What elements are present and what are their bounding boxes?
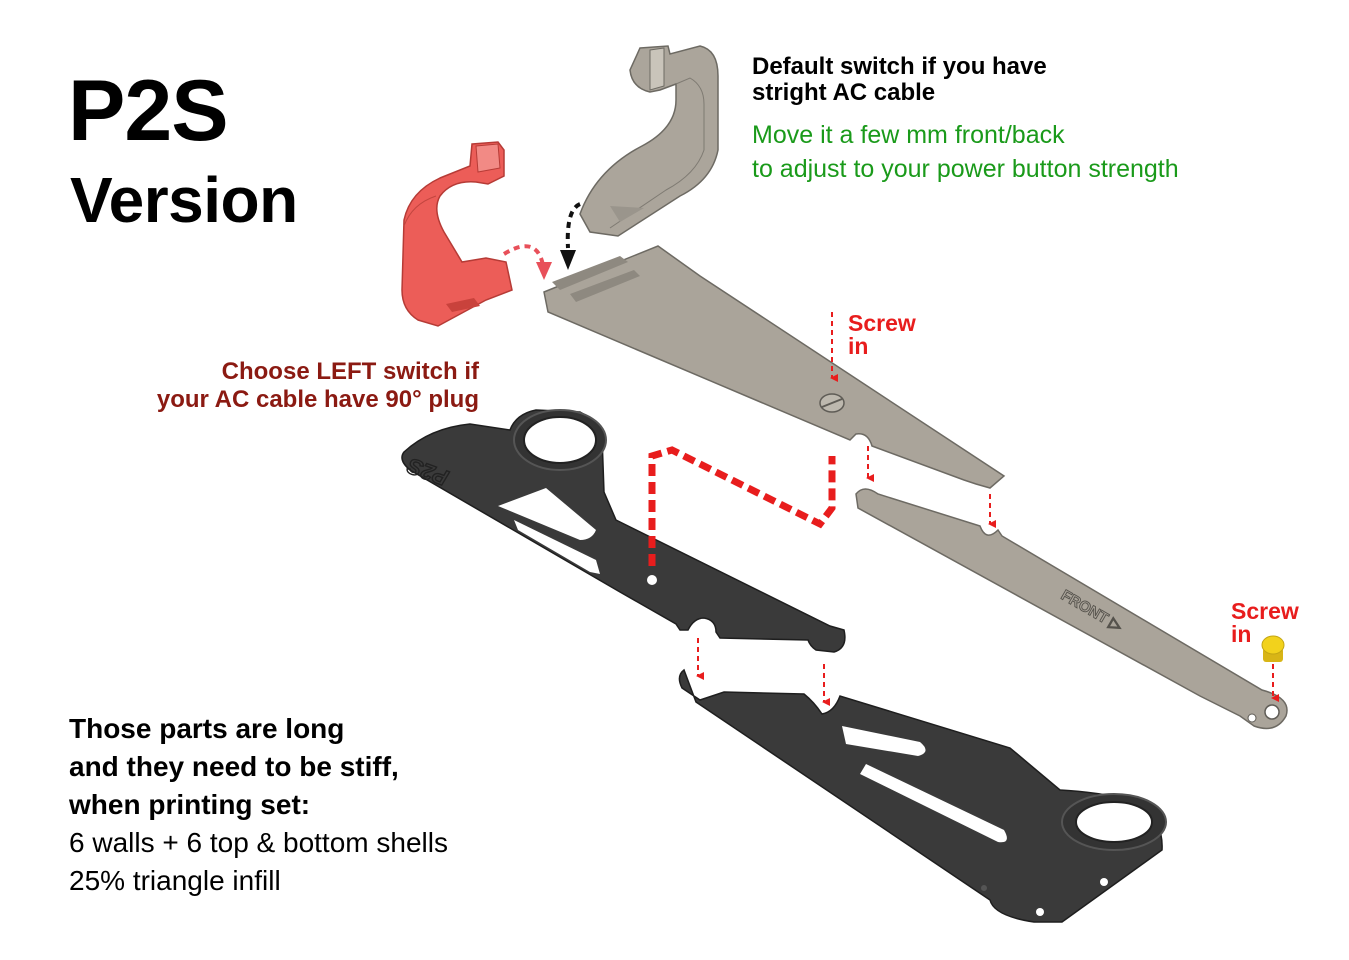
print-note-bold-3: when printing set: [69, 789, 311, 820]
grey-switch-arrow [565, 202, 582, 249]
screw-icon [1261, 635, 1285, 662]
adjust-note-line2: to adjust to your power button strength [752, 155, 1179, 183]
screw-label-right-line2: in [1231, 621, 1252, 647]
print-note-bold-1: Those parts are long [69, 713, 345, 744]
red-switch-arrow [502, 244, 546, 273]
title-version: Version [70, 164, 298, 236]
screw-label-top-line2: in [848, 333, 869, 359]
left-switch-line2: your AC cable have 90° plug [156, 386, 479, 413]
left-switch-line1: Choose LEFT switch if [221, 358, 479, 385]
adjust-note-line1: Move it a few mm front/back [752, 121, 1065, 149]
assembly-arrows [502, 202, 1279, 706]
grey-switch-arrowhead [560, 250, 576, 270]
screw-label-right-line1: Screw [1231, 598, 1299, 624]
print-note-bold-2: and they need to be stiff, [69, 751, 399, 782]
title-model: P2S [68, 63, 229, 159]
default-switch-part [579, 45, 719, 237]
lower-base-plate [678, 668, 1167, 923]
default-switch-note: Default switch if you have stright AC ca… [752, 54, 1047, 106]
print-note-walls: 6 walls + 6 top & bottom shells [69, 827, 448, 858]
default-switch-line1: Default switch if you have [752, 53, 1047, 80]
upper-arm-part [543, 245, 1006, 489]
default-switch-line2: stright AC cable [752, 79, 936, 106]
screw-label-top: Screw in [848, 312, 916, 358]
print-settings-note: Those parts are long and they need to be… [69, 710, 448, 900]
left-switch-note: Choose LEFT switch if your AC cable have… [157, 358, 479, 414]
adjust-note: Move it a few mm front/back to adjust to… [752, 118, 1179, 186]
screw-label-top-line1: Screw [848, 310, 916, 336]
plate-to-arm-path [648, 446, 836, 566]
lower-arm-part: FRONT ▷ [855, 488, 1288, 730]
upper-base-plate: P2S [401, 409, 846, 653]
red-switch-arrowhead [536, 262, 552, 280]
screw-label-right: Screw in [1231, 600, 1299, 646]
left-switch-part [401, 141, 513, 327]
print-note-infill: 25% triangle infill [69, 865, 281, 896]
